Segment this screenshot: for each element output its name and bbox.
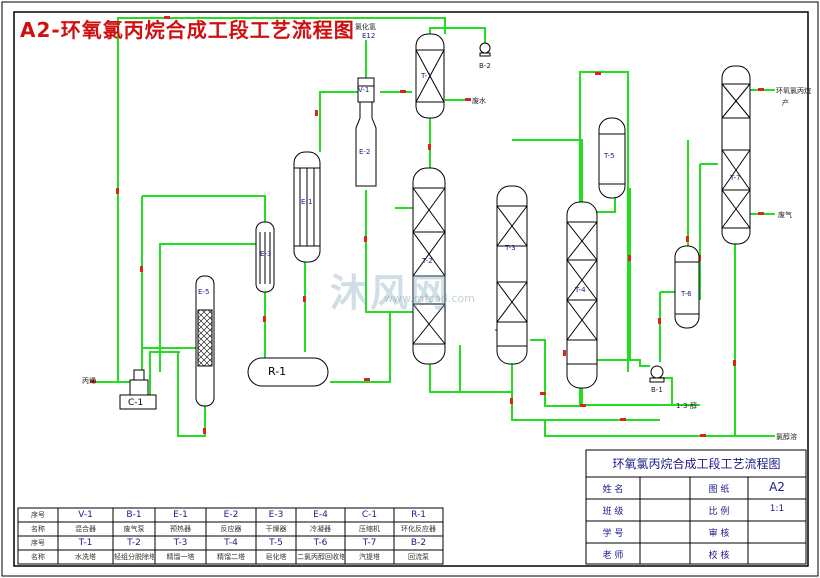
equipment-table-cell: V-1 [78, 510, 93, 520]
equipment-table-cell: 序号 [31, 511, 45, 519]
tb-r3-c0: 老 师 [602, 551, 624, 561]
equipment-table-cell: 压缩机 [359, 525, 380, 533]
label-v1: V-1 [358, 86, 370, 94]
tb-r1-c2: 比 例 [708, 507, 730, 517]
label-t2: T-2 [422, 257, 433, 265]
label-e5: E-5 [198, 288, 210, 296]
equipment-table-cell: 废气泵 [123, 525, 145, 533]
equipment-table-cell: 反应器 [220, 525, 242, 533]
equipment-table-cell: T-3 [173, 538, 188, 548]
equipment-table-cell: B-2 [410, 538, 427, 548]
stream-t7-top: 环氧氯丙烷 [776, 87, 811, 95]
equipment-table-cell: 精馏二塔 [217, 553, 245, 561]
equipment-table-cell: 轻组分脱除塔 [114, 553, 154, 561]
exchanger-e3 [255, 221, 275, 293]
label-b1: B-1 [651, 386, 663, 394]
title-block-grid [585, 449, 807, 565]
equipment-table-cell: 精馏一塔 [166, 553, 195, 561]
tb-r2-c2: 审 核 [708, 529, 730, 539]
label-t1: T-1 [421, 72, 432, 80]
equipment-table-cell: T-4 [224, 538, 238, 548]
column-e5 [195, 275, 215, 407]
tb-r3-c2: 校 核 [708, 551, 730, 561]
mixer-v1-e2 [355, 77, 377, 187]
equipment-table-cell: 混合器 [75, 525, 96, 533]
pump-b1 [649, 365, 665, 383]
equipment-table-cell: E-1 [173, 510, 188, 520]
equipment-table-cell: T-6 [313, 538, 328, 548]
reactor-r1 [247, 357, 329, 387]
stream-t7-top2: 产 [782, 99, 789, 107]
equipment-table-cell: 预热器 [170, 525, 191, 533]
tb-r0-c3: A2 [769, 480, 785, 494]
equipment-table-cell: 水洗塔 [75, 553, 96, 561]
label-e1: E-1 [301, 198, 313, 206]
title-block-title: 环氧氯丙烷合成工段工艺流程图 [612, 457, 781, 471]
drawing-title: A2-环氧氯丙烷合成工段工艺流程图 [20, 18, 355, 42]
equipment-table-cell: 环化反应器 [401, 525, 436, 533]
label-b2: B-2 [479, 62, 491, 70]
compressor-c1 [119, 369, 157, 410]
process-lines [95, 17, 775, 437]
tb-r0-c0: 姓 名 [602, 485, 624, 495]
stream-bottom-out: 氯醇溶 [776, 433, 797, 441]
label-e12: E12 [362, 32, 376, 40]
tb-r1-c0: 班 级 [602, 507, 624, 517]
equipment-table-cell: 二氯丙醇回收塔 [297, 553, 344, 561]
equipment-table-cell: 汽提塔 [359, 553, 380, 561]
label-t4: T-4 [575, 286, 586, 294]
equipment-table-cell: 皂化塔 [265, 553, 287, 561]
stream-t7-mid: 废气 [778, 211, 792, 219]
vessel-t5 [598, 117, 626, 199]
column-t3 [496, 185, 528, 365]
equipment-table-cell: T-1 [78, 538, 93, 548]
label-e3: E-3 [260, 250, 272, 258]
pump-b2 [479, 42, 491, 57]
equipment-table-cell: 冷凝器 [310, 525, 331, 533]
stream-reactant-in: 丙烯 [82, 377, 96, 385]
equipment-table-cell: E-3 [268, 510, 284, 520]
column-t1 [415, 33, 445, 119]
stream-b1-out: 1-3-醇 [676, 402, 697, 410]
label-t6: T-6 [681, 290, 692, 298]
equipment-table-cell: 序号 [31, 539, 45, 547]
tb-r0-c2: 图 纸 [708, 485, 730, 495]
equipment-table-cell: E-2 [223, 510, 239, 520]
exchanger-e1 [293, 151, 321, 263]
equipment-table-cell: R-1 [411, 510, 426, 520]
tb-r1-c3: 1:1 [769, 504, 785, 514]
flow-markers [90, 16, 764, 437]
equipment-table-cell: T-2 [127, 538, 141, 548]
stream-t1-out: 废水 [472, 97, 486, 105]
equipment-table-cell: 名称 [31, 553, 45, 561]
watermark-brand: 沐风网 [330, 271, 451, 315]
label-t5: T-5 [604, 152, 615, 160]
equipment-table-cell: 干燥器 [265, 525, 287, 533]
equipment-table-cell: C-1 [361, 510, 378, 520]
equipment-table-cell: E-4 [313, 510, 328, 520]
column-t4 [566, 201, 598, 389]
column-t7 [721, 65, 751, 245]
stream-hcl-in: 氯化氢 [355, 23, 376, 31]
equipment-table-cell: T-7 [362, 538, 377, 548]
equipment-table-cell: T-5 [269, 538, 283, 548]
label-r1: R-1 [268, 365, 287, 378]
column-t2 [412, 167, 446, 365]
label-e2: E-2 [359, 148, 371, 156]
equipment-table-cell: 名称 [31, 525, 45, 533]
equipment-table-grid [17, 507, 444, 565]
watermark-url: www.mfcad.com [384, 292, 475, 305]
label-c1: C-1 [128, 398, 144, 408]
label-t3: T-3 [505, 244, 516, 252]
equipment-table-cell: B-1 [126, 510, 142, 520]
equipment-table-cell: 回流泵 [408, 553, 429, 561]
vessel-t6 [674, 245, 700, 329]
tb-r2-c0: 学 号 [602, 529, 624, 539]
inner-border [13, 11, 809, 567]
label-t7: T-7 [730, 174, 741, 182]
